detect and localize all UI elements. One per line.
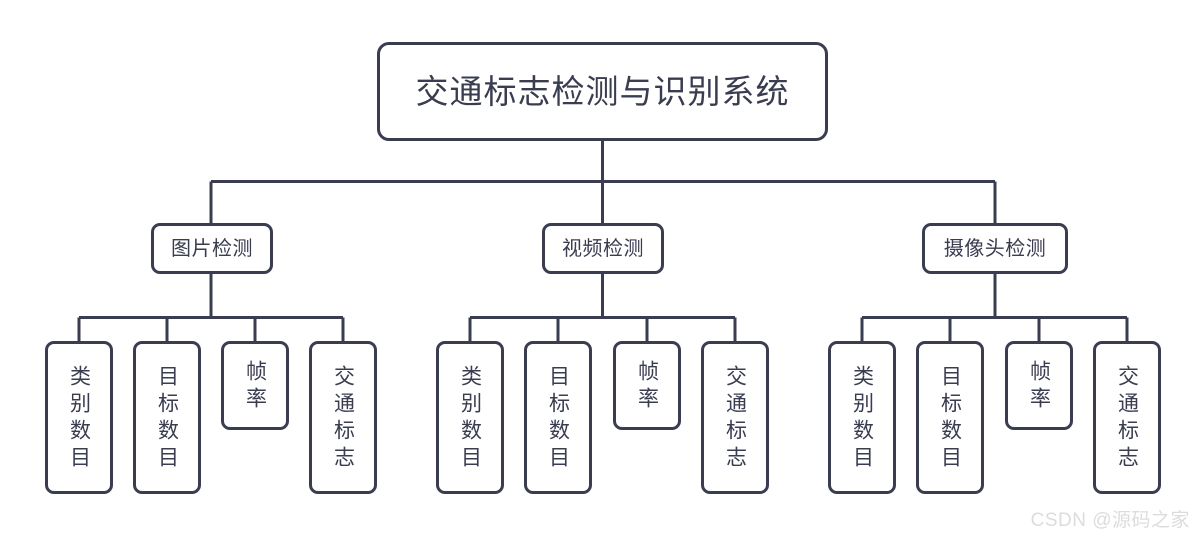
- node-branch-image-detection[interactable]: 图片检测: [151, 223, 273, 274]
- node-leaf-video-target-count[interactable]: 目标数目: [524, 341, 592, 494]
- leaf-label: 目标数目: [155, 364, 179, 473]
- node-leaf-video-frame-rate[interactable]: 帧率: [613, 341, 681, 430]
- node-leaf-image-target-count[interactable]: 目标数目: [133, 341, 201, 494]
- csdn-watermark: CSDN @源码之家: [1030, 510, 1190, 531]
- leaf-label: 帧率: [243, 359, 267, 414]
- node-leaf-video-category-count[interactable]: 类别数目: [436, 341, 504, 494]
- leaf-label: 目标数目: [546, 364, 570, 473]
- node-leaf-camera-frame-rate[interactable]: 帧率: [1005, 341, 1073, 430]
- node-system-root[interactable]: 交通标志检测与识别系统: [377, 42, 828, 141]
- node-branch-camera-detection[interactable]: 摄像头检测: [922, 223, 1068, 274]
- node-branch-video-detection[interactable]: 视频检测: [542, 223, 664, 274]
- leaf-label: 帧率: [635, 359, 659, 414]
- leaf-label: 交通标志: [723, 364, 747, 473]
- leaf-label: 交通标志: [1115, 364, 1139, 473]
- node-leaf-camera-category-count[interactable]: 类别数目: [828, 341, 896, 494]
- node-leaf-camera-target-count[interactable]: 目标数目: [916, 341, 984, 494]
- leaf-label: 类别数目: [850, 364, 874, 473]
- leaf-label: 类别数目: [458, 364, 482, 473]
- node-leaf-image-category-count[interactable]: 类别数目: [45, 341, 113, 494]
- leaf-label: 帧率: [1027, 359, 1051, 414]
- leaf-label: 目标数目: [938, 364, 962, 473]
- leaf-label: 类别数目: [67, 364, 91, 473]
- node-leaf-camera-traffic-sign[interactable]: 交通标志: [1093, 341, 1161, 494]
- leaf-label: 交通标志: [331, 364, 355, 473]
- node-leaf-image-frame-rate[interactable]: 帧率: [221, 341, 289, 430]
- node-leaf-image-traffic-sign[interactable]: 交通标志: [309, 341, 377, 494]
- node-leaf-video-traffic-sign[interactable]: 交通标志: [701, 341, 769, 494]
